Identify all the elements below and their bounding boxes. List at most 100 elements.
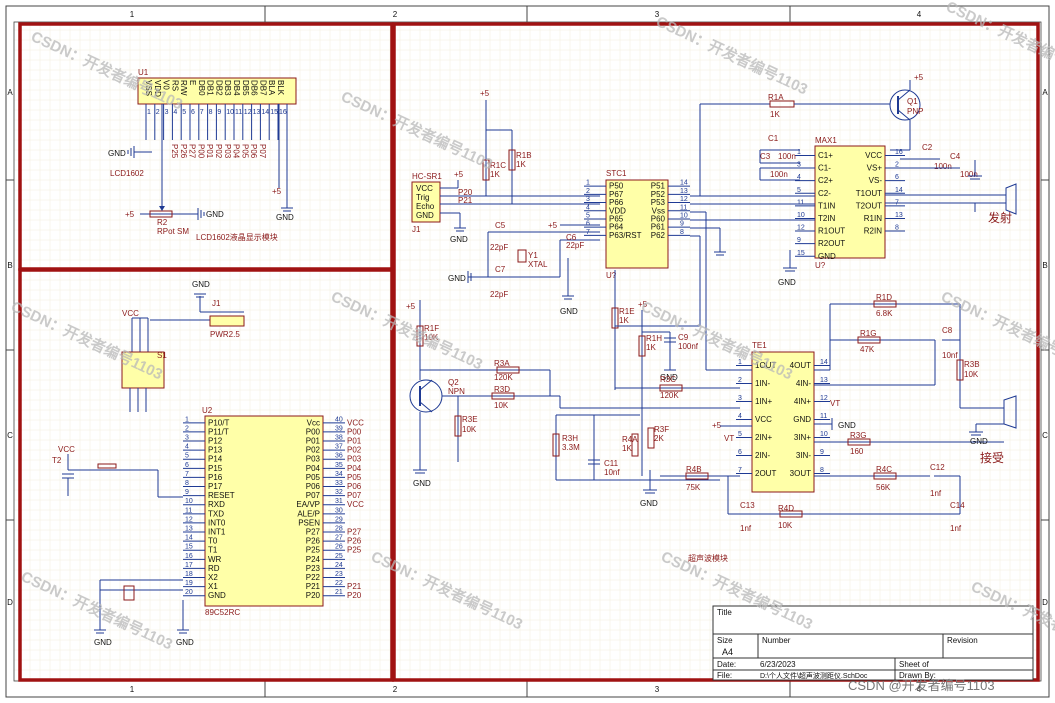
te1-right-pin-label: 3IN- xyxy=(796,451,811,460)
mcu-module: VCC S1 J1 PWR2.5 GND VCC T2 xyxy=(52,280,364,647)
max1-body xyxy=(814,145,886,259)
max-gnd: GND xyxy=(778,278,796,287)
u2-right-pin-label: P21 xyxy=(306,582,321,591)
lcd-pin-number: 9 xyxy=(217,109,221,116)
ultrasonic-title: 超声波模块 xyxy=(688,553,728,563)
u2-left-pin-number: 4 xyxy=(185,444,189,451)
ps-gnd-label: GND xyxy=(192,280,210,289)
r3d-value: 10K xyxy=(494,401,509,410)
u2-left-pin-number: 12 xyxy=(185,516,193,523)
power-jack-ref: J1 xyxy=(212,299,221,308)
title-label: Title xyxy=(717,608,732,617)
u2-right-net-label: P26 xyxy=(347,537,362,546)
u2-left-pin-number: 5 xyxy=(185,453,189,460)
r1h-plus5: +5 xyxy=(638,300,648,309)
stc1-right-pin-label: P51 xyxy=(651,182,666,191)
title-block-frame xyxy=(712,605,1034,681)
u2-left-pin-number: 15 xyxy=(185,544,193,551)
u2-right-pin-label: P07 xyxy=(306,491,321,500)
stc1-right-pin-label: P52 xyxy=(651,190,666,199)
u2-right-pin-label: P02 xyxy=(306,446,321,455)
c11-ref: C11 xyxy=(604,459,619,468)
resistor-r3g xyxy=(847,438,871,446)
max1-left-pin-label: R1OUT xyxy=(818,227,845,236)
stc1-left-pin-number: 4 xyxy=(586,204,590,211)
c13-value: 1nf xyxy=(740,524,752,533)
te1-ref: TE1 xyxy=(752,341,767,350)
max1-right-pin-label: R1IN xyxy=(864,214,882,223)
u2-right-pin-number: 23 xyxy=(335,571,343,578)
lcd-pin-label: DB0 xyxy=(197,80,206,96)
stc1-right-pin-number: 10 xyxy=(680,212,688,219)
hc-net-p20: P20 xyxy=(458,188,473,197)
te1-right-pin-label: 4IN- xyxy=(796,379,811,388)
col-label-4-bottom: 4 xyxy=(917,685,922,694)
resistor-r4d xyxy=(779,510,803,518)
c10-ref: T2 xyxy=(52,456,62,465)
max1-left-pin-number: 15 xyxy=(797,250,805,257)
te1-plus5: +5 xyxy=(712,421,722,430)
c14-value: 1nf xyxy=(950,524,962,533)
c1-value: 100n xyxy=(778,152,796,161)
lcd1602-pins: VSS1VDD2V03RS4R/W5E6DB07DB18DB29DB310DB4… xyxy=(144,80,287,140)
lcd-pin-number: 3 xyxy=(165,109,169,116)
u2-right-net-label: VCC xyxy=(347,500,364,509)
c8-ref: C8 xyxy=(942,326,953,335)
lcd-pin-number: 2 xyxy=(156,109,160,116)
u2-left-pin-label: RD xyxy=(208,564,220,573)
u2-left-pin-number: 19 xyxy=(185,580,193,587)
u2-left-pin-number: 17 xyxy=(185,562,193,569)
stc-gnd: GND xyxy=(560,307,578,316)
row-label-c: C xyxy=(7,431,13,440)
lcd-pot-ref: R2 xyxy=(157,218,168,227)
reset-vcc-label: VCC xyxy=(58,445,75,454)
lcd-net-label: P06 xyxy=(249,144,258,159)
lcd-pin-number: 1 xyxy=(147,109,151,116)
u2-left-pin-number: 8 xyxy=(185,480,189,487)
u2-right-pin-label: P04 xyxy=(306,464,321,473)
u2-right-net-label: P06 xyxy=(347,482,362,491)
te1-left-pin-number: 5 xyxy=(738,431,742,438)
te1-right-pin-number: 11 xyxy=(820,413,827,420)
r3e-ref: R3E xyxy=(462,415,478,424)
te1-right-pin-number: 9 xyxy=(820,449,824,456)
te1-right-pin-number: 13 xyxy=(820,377,828,384)
lcd1602-body xyxy=(137,77,297,105)
row-label-c-right: C xyxy=(1042,431,1048,440)
c6-value: 22pF xyxy=(566,241,584,250)
mcu-gnd-label: GND xyxy=(176,638,194,647)
resistor-r1e xyxy=(611,307,619,329)
row-label-b-right: B xyxy=(1042,261,1047,270)
stc1-left-pin-label: P65 xyxy=(609,214,624,223)
lcd1602-module: U1 VSS1VDD2V03RS4R/W5E6DB07DB18DB29DB310… xyxy=(108,68,297,242)
c11-value: 10nf xyxy=(604,468,620,477)
lcd-pin-number: 4 xyxy=(173,109,177,116)
u2-right-pin-label: P24 xyxy=(306,555,321,564)
c12-ref: C12 xyxy=(930,463,945,472)
resistor-r4b xyxy=(685,472,709,480)
resistor-r3e xyxy=(454,415,462,437)
u2-right-pin-label: Vcc xyxy=(307,418,320,427)
r3d-ref: R3D xyxy=(494,385,510,394)
date-value: 6/23/2023 xyxy=(760,660,796,669)
u2-left-pin-label: P15 xyxy=(208,464,223,473)
q1-value: PNP xyxy=(907,107,923,116)
mcu-module-border xyxy=(18,268,394,682)
max1-right-pin-label: VCC xyxy=(865,151,882,160)
lcd-pin-label: RS xyxy=(170,80,179,91)
max1-right-pin-number: 14 xyxy=(895,187,903,194)
u2-pins: P10/T1P11/T2P123P134P145P156P167P178RESE… xyxy=(183,416,364,600)
max1-left-pin-number: 9 xyxy=(797,237,801,244)
c3-ref: C3 xyxy=(760,152,771,161)
r3g-ref: R3G xyxy=(850,431,866,440)
stc1-right-pin-label: Vss xyxy=(652,206,665,215)
u2-right-pin-label: ALE/P xyxy=(297,509,320,518)
r3b-ref: R3B xyxy=(964,360,980,369)
u2-left-pin-label: RESET xyxy=(208,491,235,500)
stc1-left-pin-label: VDD xyxy=(609,206,626,215)
lcd-pin-number: 8 xyxy=(209,109,213,116)
lcd-pin-label: VDD xyxy=(153,80,162,97)
row-label-a: A xyxy=(7,88,13,97)
